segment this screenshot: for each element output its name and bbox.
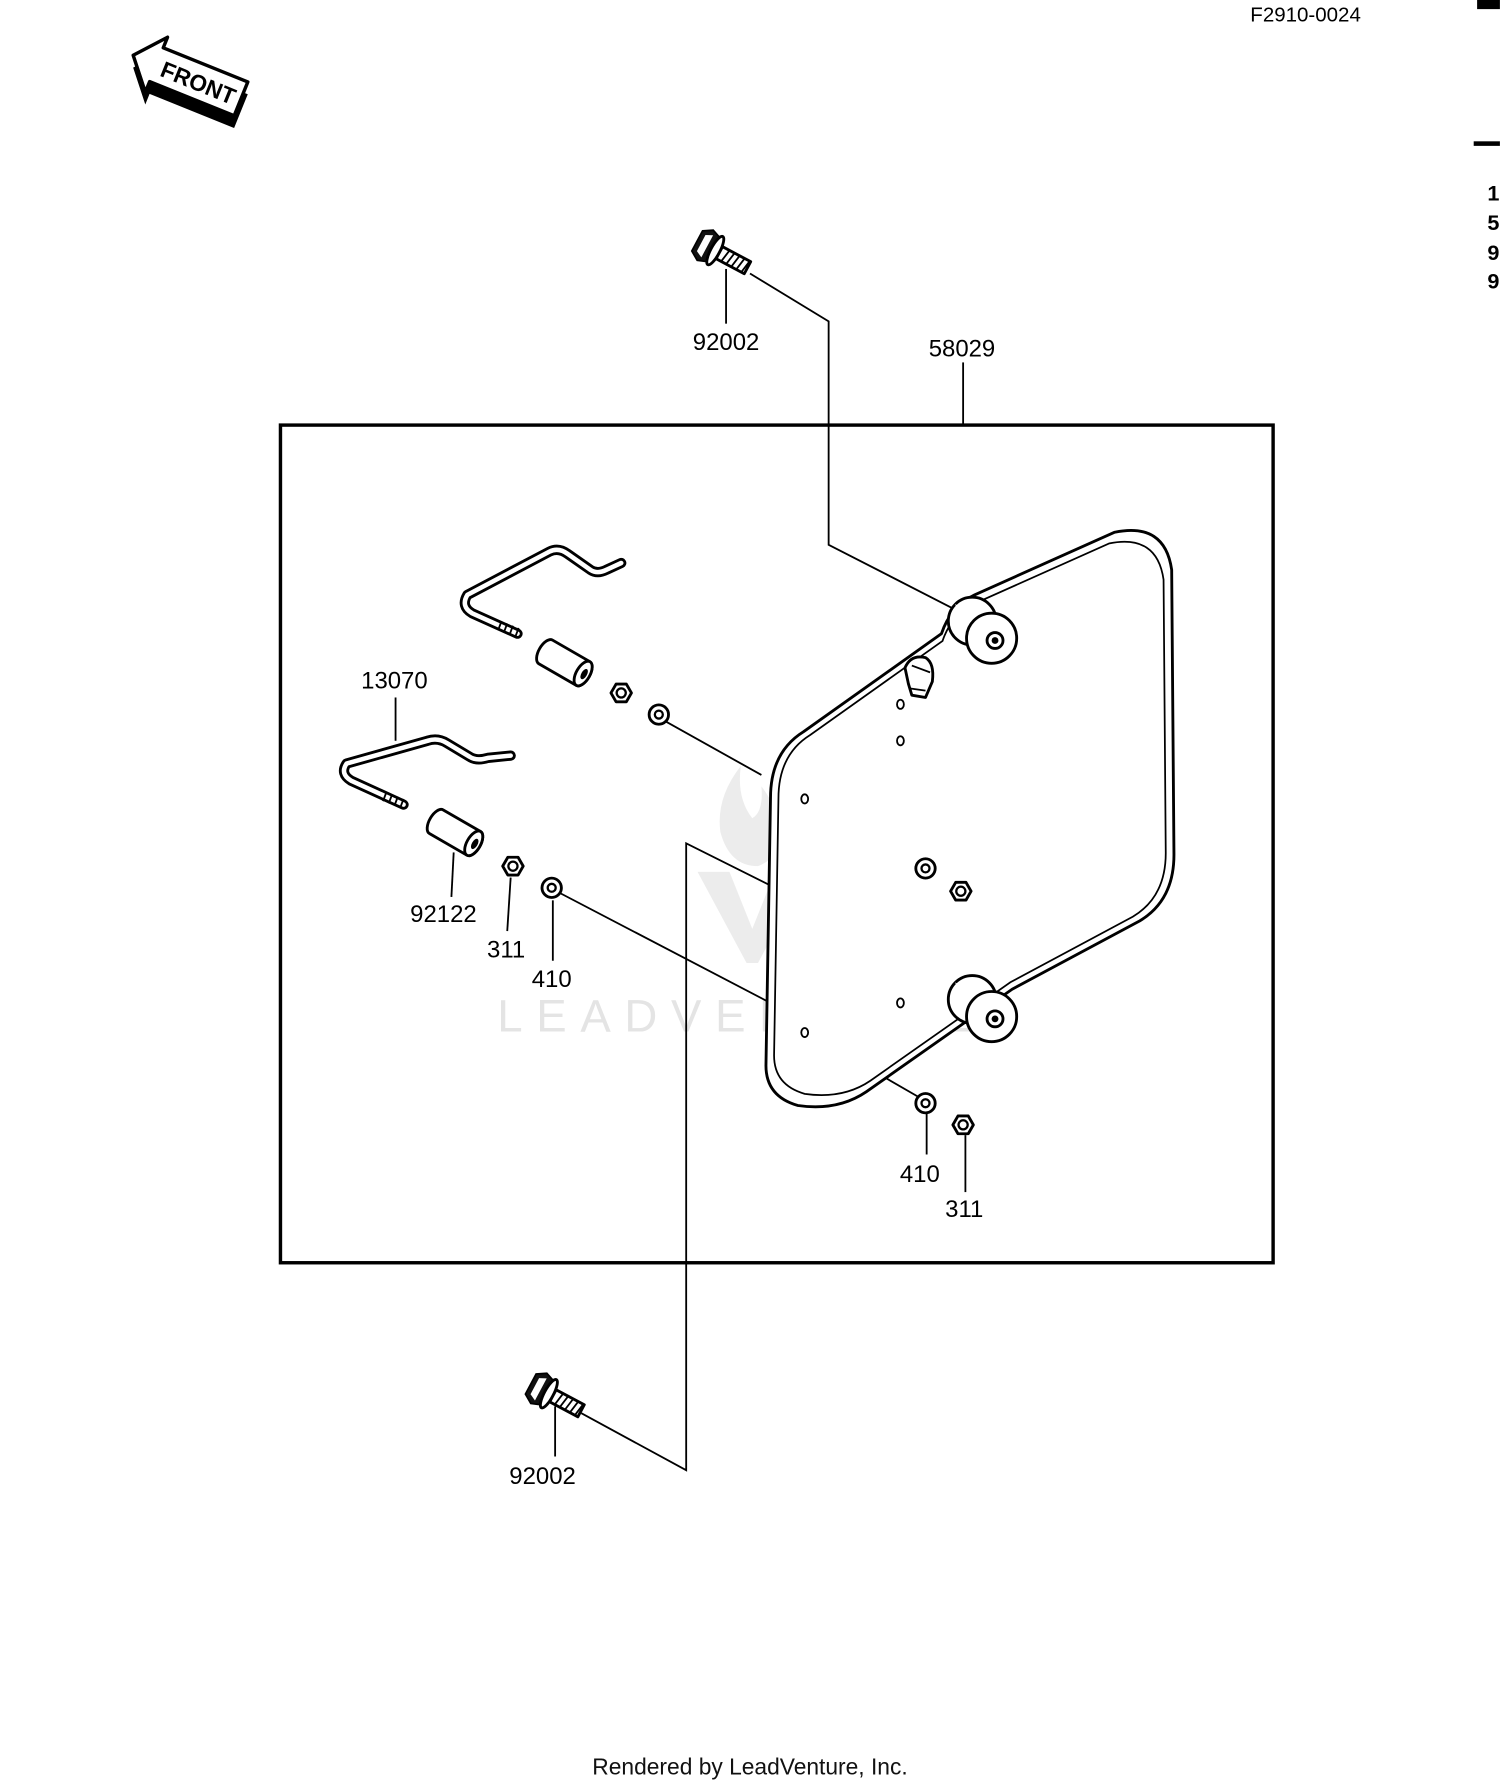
edge-text-4: 9 <box>1487 268 1499 293</box>
edge-text-1: 1 <box>1487 181 1499 206</box>
mounting-plate <box>764 529 1176 1109</box>
leader-nut-left <box>506 877 512 932</box>
label-plate: 58029 <box>929 336 996 363</box>
line-top-bolt <box>749 272 967 617</box>
leader-spacer <box>450 852 455 897</box>
line-upper-washer <box>665 720 762 776</box>
bolt-bottom-icon <box>524 1372 586 1419</box>
edge-bar-top <box>1477 0 1500 10</box>
drawing-code: F2910-0024 <box>1250 4 1361 27</box>
washer-lower-left <box>540 876 563 899</box>
nut-upper-left <box>609 682 633 704</box>
spacer-lower <box>425 807 485 858</box>
label-washer-right: 410 <box>900 1161 940 1188</box>
clamp-rod-lower <box>338 734 516 810</box>
leader-lines <box>394 268 967 1457</box>
lower-boss <box>946 974 1019 1044</box>
render-credit: Rendered by LeadVenture, Inc. <box>592 1753 907 1779</box>
bolt-top-icon <box>690 229 753 276</box>
plate-hole <box>896 698 905 710</box>
edge-text-3: 9 <box>1487 240 1499 265</box>
label-bolt-top: 92002 <box>693 329 760 356</box>
nut-lower-left <box>501 855 525 877</box>
nut-lower-right <box>951 1114 975 1136</box>
label-spacer: 92122 <box>410 901 477 928</box>
plate-hole <box>896 997 905 1009</box>
label-washer-left: 410 <box>532 966 572 993</box>
label-nut-left: 311 <box>487 936 525 963</box>
washer-lower-right <box>914 1092 937 1115</box>
line-lower-washer <box>560 892 771 1004</box>
plate-hole <box>800 1027 810 1039</box>
washer-upper-right <box>914 857 937 880</box>
clamp-rod-upper <box>459 544 627 639</box>
edge-text-2: 5 <box>1487 210 1499 235</box>
kit-frame <box>278 423 1275 1265</box>
label-rod: 13070 <box>361 667 428 694</box>
edge-bar-rule <box>1473 141 1500 146</box>
plate-hole <box>800 793 810 805</box>
bracket-clip <box>903 655 935 699</box>
upper-boss <box>946 595 1019 665</box>
washer-upper-left <box>647 703 670 726</box>
front-arrow-icon: FRONT <box>131 35 250 129</box>
line-bottom-bolt <box>580 841 776 1472</box>
spacer-upper <box>535 638 594 688</box>
label-nut-right: 311 <box>945 1196 983 1223</box>
plate-hole <box>896 735 905 747</box>
label-bolt-bottom: 92002 <box>509 1463 576 1490</box>
nut-upper-right <box>949 880 973 902</box>
